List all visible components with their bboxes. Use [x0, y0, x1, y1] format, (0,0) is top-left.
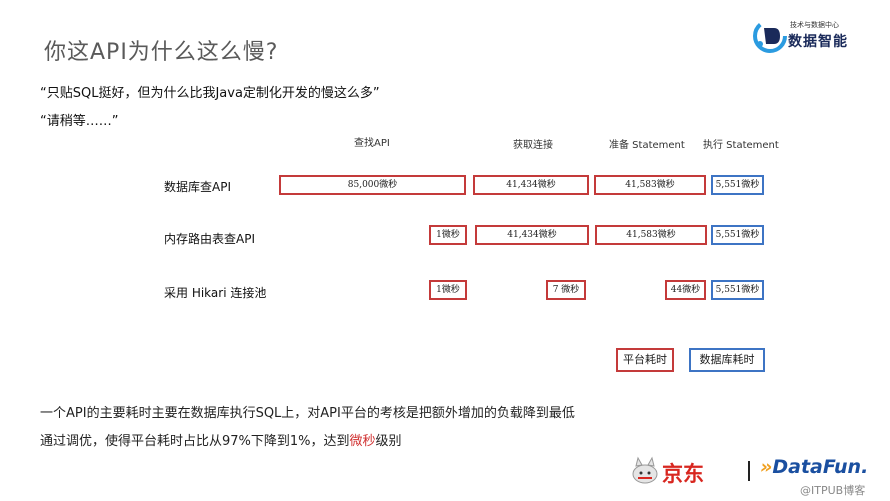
timing-box-lookup: 1微秒 [429, 225, 467, 245]
footer-divider [748, 461, 750, 481]
column-header-connect: 获取连接 [513, 140, 553, 151]
itpub-watermark: @ITPUB博客 [800, 484, 866, 497]
row-label-hikari-pool: 采用 Hikari 连接池 [164, 286, 267, 300]
highlight-microsecond: 微秒 [349, 434, 376, 449]
legend-platform-time: 平台耗时 [616, 348, 674, 372]
jd-logo: 京东 [628, 456, 738, 488]
jd-logo-text: 京东 [662, 462, 704, 486]
timing-box-lookup: 85,000微秒 [279, 175, 466, 195]
jd-dog-mascot-icon [632, 456, 658, 484]
conclusion-line-2: 通过调优，使得平台耗时占比从97%下降到1%，达到微秒级别 [40, 430, 402, 449]
conclusion-line-1: 一个API的主要耗时主要在数据库执行SQL上，对API平台的考核是把额外增加的负… [40, 406, 575, 421]
timing-box-connect: 41,434微秒 [473, 175, 589, 195]
timing-box-prepare: 41,583微秒 [595, 225, 707, 245]
timing-box-execute: 5,551微秒 [711, 175, 764, 195]
timing-box-execute: 5,551微秒 [711, 280, 764, 300]
column-header-prepare: 准备 Statement [609, 140, 685, 151]
data-intelligence-logo-icon [753, 19, 787, 53]
datafun-logo-text: DataFun. [772, 456, 869, 478]
logo-name: 数据智能 [788, 34, 848, 50]
row-label-memory-routing: 内存路由表查API [164, 232, 255, 246]
row-label-database-lookup: 数据库查API [164, 180, 231, 194]
timing-box-prepare: 41,583微秒 [594, 175, 706, 195]
timing-box-connect: 7 微秒 [546, 280, 586, 300]
column-header-execute: 执行 Statement [703, 140, 779, 151]
datafun-logo-mark-icon: » [760, 456, 773, 478]
brand-logo: 技术与数据中心 数据智能 [752, 18, 872, 58]
logo-subtitle: 技术与数据中心 [790, 21, 839, 29]
conclusion-text-b: 级别 [375, 434, 402, 449]
column-header-lookup: 查找API [354, 138, 390, 149]
datafun-logo: »DataFun. [760, 456, 868, 478]
legend-database-time: 数据库耗时 [689, 348, 765, 372]
quote-line-2: “请稍等……” [40, 114, 119, 129]
page-title: 你这API为什么这么慢? [44, 40, 279, 65]
timing-box-prepare: 44微秒 [665, 280, 706, 300]
timing-box-execute: 5,551微秒 [711, 225, 764, 245]
quote-line-1: “只贴SQL挺好，但为什么比我Java定制化开发的慢这么多” [40, 86, 380, 101]
conclusion-text-a: 通过调优，使得平台耗时占比从97%下降到1%，达到 [40, 434, 350, 449]
timing-box-lookup: 1微秒 [429, 280, 467, 300]
timing-box-connect: 41,434微秒 [475, 225, 589, 245]
